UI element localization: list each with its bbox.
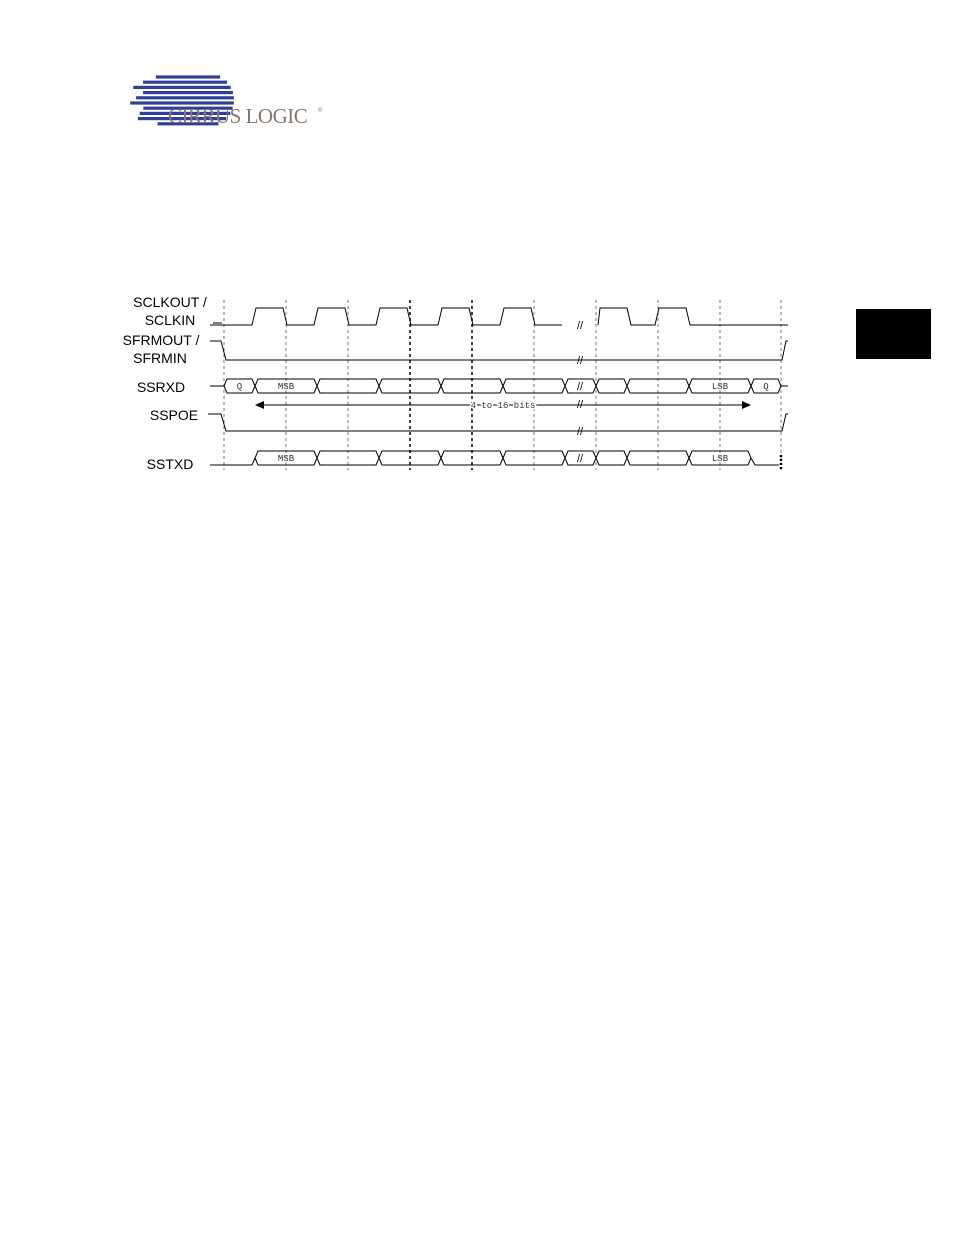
signal-label-ssrxd: SSRXD	[137, 379, 185, 395]
break-symbol: //	[577, 320, 584, 332]
ssrxd-bus-cell	[595, 378, 628, 394]
sspoe-waveform	[208, 413, 788, 432]
arrowhead-left-icon	[255, 401, 264, 409]
ssrxd-bus-cell-label: Q	[763, 382, 768, 392]
break-symbol: //	[577, 426, 584, 438]
sstxd-lead	[210, 457, 256, 466]
bit-span-annotation: 4 to 16 bits	[255, 400, 751, 413]
logo-registered-mark: ®	[318, 108, 323, 114]
ssrxd-bus-cell-label: MSB	[278, 382, 295, 392]
sstxd-bus-cell-label: LSB	[712, 454, 729, 464]
signal-label-sspoe: SSPOE	[150, 407, 198, 423]
globe-stripe	[143, 106, 233, 110]
signal-label-sstxd: SSTXD	[147, 456, 194, 472]
ssrxd-bus: Q MSB LSB Q	[223, 378, 782, 394]
chapter-tab	[856, 309, 931, 359]
break-symbol: //	[577, 355, 584, 367]
ssrxd-bus-cell-label: LSB	[712, 382, 729, 392]
globe-stripe	[157, 122, 219, 126]
bit-span-label: 4 to 16 bits	[471, 401, 536, 411]
sclk-waveform	[210, 307, 788, 326]
globe-stripe	[143, 80, 227, 84]
break-symbol: //	[577, 381, 584, 393]
globe-stripe	[133, 85, 231, 89]
sstxd-bus-cell	[595, 450, 628, 466]
globe-stripe	[136, 96, 234, 100]
globe-stripe	[139, 111, 231, 115]
sfrm-waveform	[210, 340, 788, 361]
globe-stripe	[155, 75, 221, 79]
break-symbol: //	[577, 453, 584, 465]
ssrxd-bus-cell-label: Q	[237, 382, 242, 392]
signal-label-sclk: SCLKIN	[145, 312, 196, 328]
globe-stripe	[137, 117, 227, 121]
cirrus-logic-logo	[130, 75, 234, 126]
signal-labels: SCLKOUT / SCLKIN SFRMOUT / SFRMIN SSRXD SSPOE…	[123, 294, 207, 472]
sstxd-bus-cell-label: MSB	[278, 454, 295, 464]
signal-label-sfrm: SFRMOUT /	[123, 332, 200, 348]
globe-stripe	[143, 91, 233, 95]
sstxd-bus: MSB LSB	[254, 450, 752, 466]
logo-brand-text: CIRRUS LOGIC	[168, 104, 308, 128]
signal-label-sfrm: SFRMIN	[133, 350, 187, 366]
arrowhead-right-icon	[742, 401, 751, 409]
globe-stripe	[130, 101, 234, 105]
signal-label-sclk: SCLKOUT /	[133, 294, 207, 310]
striped-globe-icon	[130, 75, 234, 126]
sstxd-tail	[750, 457, 779, 466]
